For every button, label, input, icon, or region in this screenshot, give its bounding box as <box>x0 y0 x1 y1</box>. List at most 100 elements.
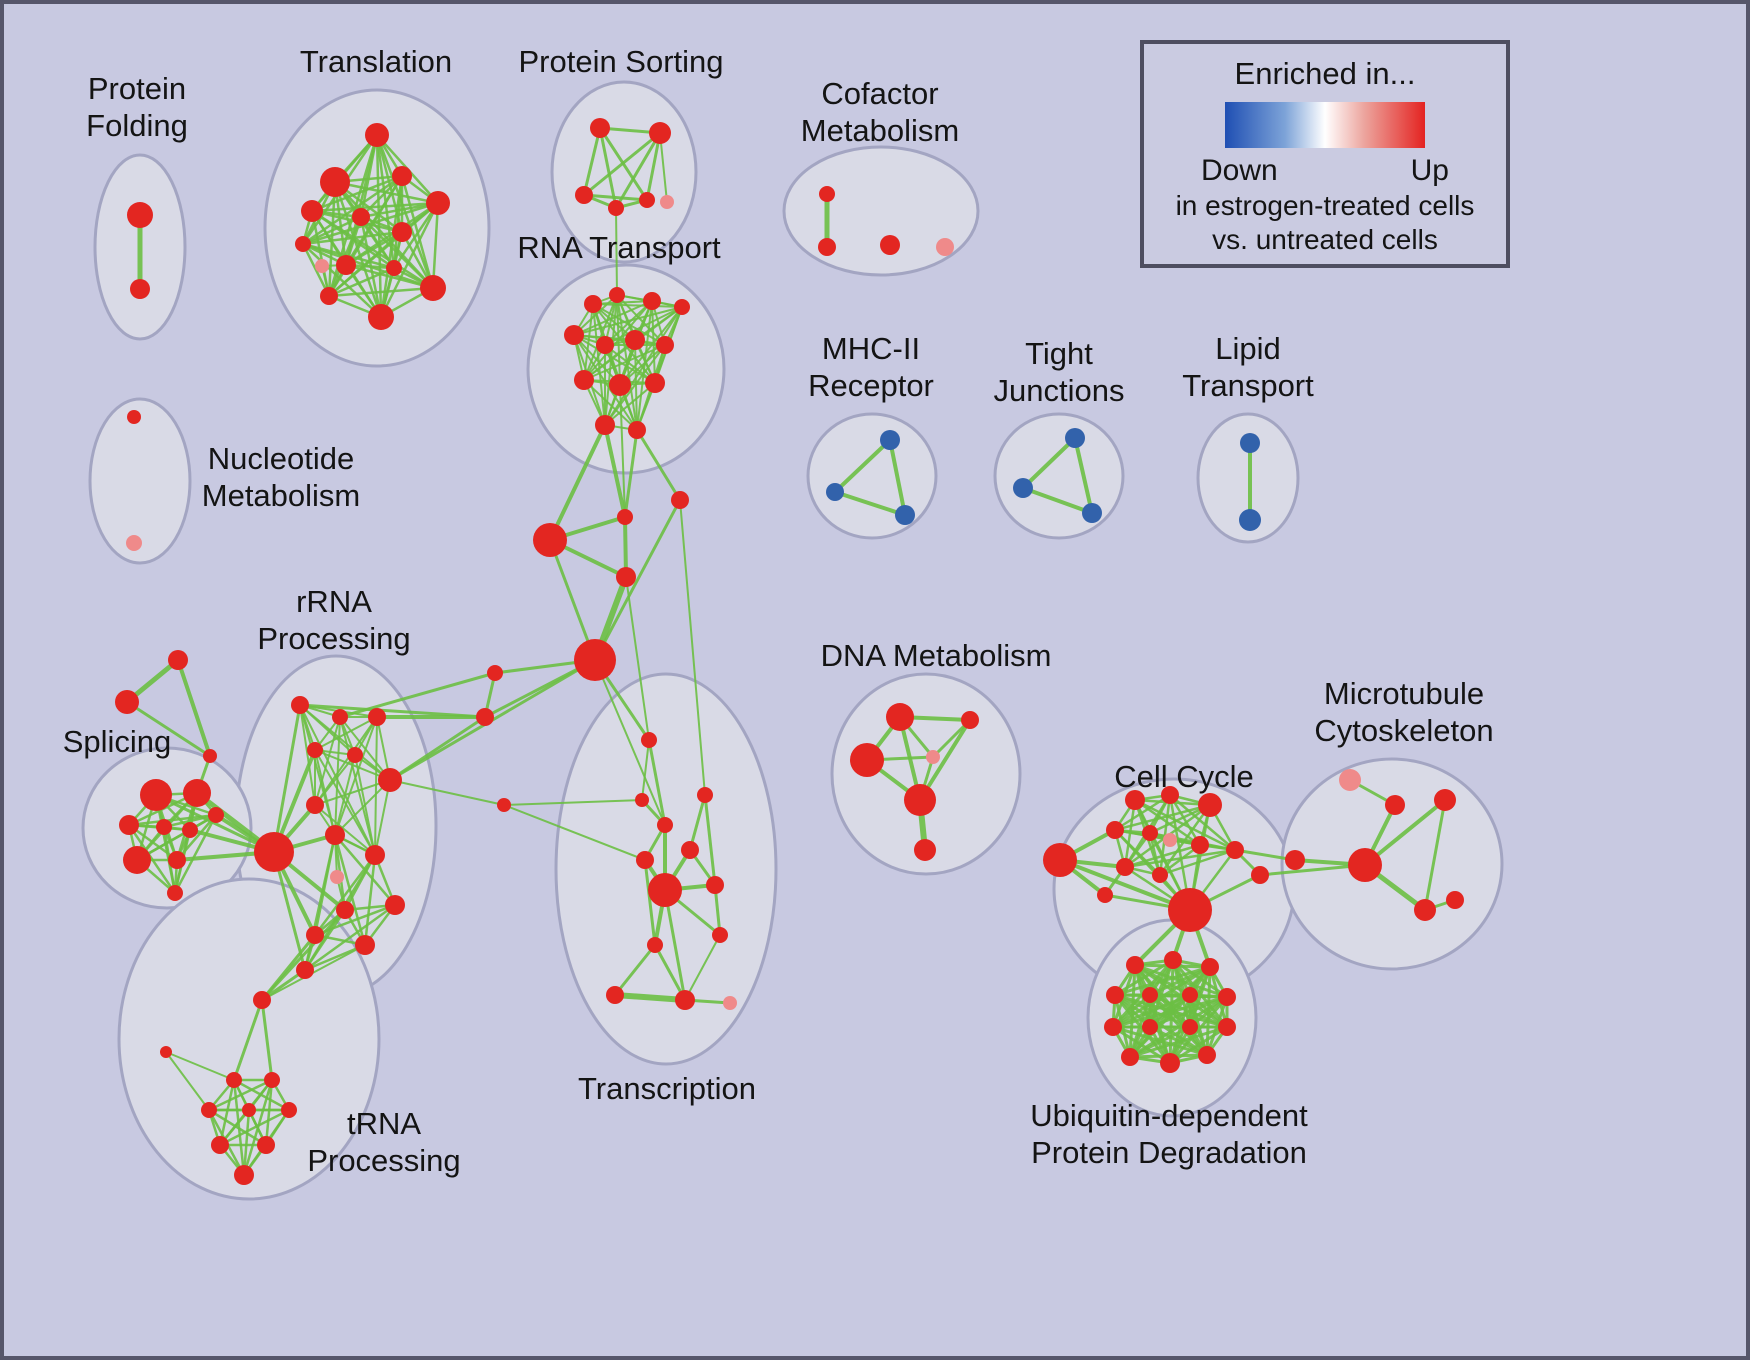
node-rr11 <box>365 845 385 865</box>
node-cn6 <box>487 665 503 681</box>
node-rt1 <box>584 295 602 313</box>
edge-tn6-tn10 <box>242 1108 251 1177</box>
cluster-label-transcription: Transcription <box>578 1071 756 1106</box>
node-tr4 <box>392 166 412 186</box>
edge-tr5-tr12 <box>379 201 440 319</box>
edge-tx7-tx12 <box>663 888 687 1002</box>
edge-rt10-cn2 <box>619 384 626 518</box>
edge-rr6-rr9 <box>334 779 391 836</box>
edge-ft1-ft3 <box>176 658 212 758</box>
edge-tn4-tn9 <box>264 1078 274 1147</box>
edge-tn1-tn4 <box>260 998 274 1082</box>
edge-rt12-cn3 <box>548 423 607 542</box>
node-dm6 <box>914 839 936 861</box>
edge-tr4-tr8 <box>301 174 404 246</box>
node-tn5 <box>201 1102 217 1118</box>
node-tr9 <box>315 259 329 273</box>
node-rt4 <box>674 299 690 315</box>
edge-sp6-sp8 <box>135 813 218 862</box>
edge-cn2-cn4 <box>623 515 628 579</box>
edge-rr5-rr8 <box>314 754 356 806</box>
node-tj1 <box>1065 428 1085 448</box>
node-lt2 <box>1239 509 1261 531</box>
edge-tx10-tx12 <box>653 943 687 1002</box>
edge-rt4-rt5 <box>573 306 683 336</box>
node-nm1 <box>127 410 141 424</box>
node-cn3 <box>533 523 567 557</box>
node-pf1 <box>127 202 153 228</box>
node-rt12 <box>595 415 615 435</box>
edge-ps2-ps3 <box>582 131 662 197</box>
node-cn2 <box>617 509 633 525</box>
edge-cn5-tx4 <box>594 659 666 826</box>
edge-rt11-rt12 <box>604 382 656 426</box>
edge-ub10-ub12 <box>1128 1025 1192 1059</box>
node-tj3 <box>1082 503 1102 523</box>
node-rr7 <box>254 832 294 872</box>
edge-rt13-cn2 <box>623 428 639 519</box>
node-rt6 <box>596 336 614 354</box>
edge-tj2-tj3 <box>1021 486 1094 515</box>
node-mt1 <box>1339 769 1361 791</box>
node-rr14 <box>306 926 324 944</box>
edge-rt6-rt11 <box>604 344 656 384</box>
node-tn3 <box>226 1072 242 1088</box>
node-rr12 <box>385 895 405 915</box>
node-ub12 <box>1121 1048 1139 1066</box>
cluster-ellipse-mhc-ii-receptor <box>806 412 938 540</box>
node-cc1 <box>1043 843 1077 877</box>
legend: Enriched in... Down Up in estrogen-treat… <box>1140 40 1510 268</box>
node-ub13 <box>1160 1053 1180 1073</box>
edge-ps1-ps3 <box>582 126 602 197</box>
legend-gradient-bar <box>1225 102 1425 148</box>
node-tn7 <box>281 1102 297 1118</box>
edge-tj1-tj3 <box>1073 436 1094 515</box>
edge-rt12-cn2 <box>603 423 627 519</box>
cluster-ellipse-nucleotide-metabolism <box>88 397 192 565</box>
node-ub6 <box>1182 987 1198 1003</box>
node-cn4 <box>616 567 636 587</box>
node-sp2 <box>183 779 211 807</box>
node-rr2 <box>332 709 348 725</box>
node-mh2 <box>826 483 844 501</box>
edge-rr1-rr8 <box>299 704 316 806</box>
node-ft2 <box>115 690 139 714</box>
node-sp1 <box>140 779 172 811</box>
edge-cn8-tx3 <box>503 799 643 806</box>
node-ub14 <box>1198 1046 1216 1064</box>
edge-ps4-rt2 <box>615 207 618 296</box>
edge-sp8-sp9 <box>173 813 218 895</box>
node-sp9 <box>167 885 183 901</box>
edge-tn1-tn3 <box>232 998 264 1082</box>
edge-cc3-cc9 <box>1168 793 1237 852</box>
node-mt5 <box>1348 848 1382 882</box>
edge-tr11-tr13 <box>327 286 435 298</box>
edge-tx2-tx5 <box>688 793 707 852</box>
edge-tr6-tr8 <box>301 215 363 246</box>
node-mt6 <box>1414 899 1436 921</box>
edge-tx1-tx4 <box>647 738 667 827</box>
edge-tx9-tx12 <box>684 934 721 1001</box>
edge-tn5-tn9 <box>207 1108 268 1147</box>
edge-rr11-rr14 <box>313 853 377 937</box>
node-cc13 <box>1097 887 1113 903</box>
node-mt4 <box>1285 850 1305 870</box>
node-cc9 <box>1226 841 1244 859</box>
node-rt3 <box>643 292 661 310</box>
edge-tn2-tn3 <box>165 1051 235 1081</box>
edge-mh1-mh3 <box>888 438 907 517</box>
edge-rr7-sp1 <box>154 793 276 854</box>
edge-rt13-cn1 <box>635 428 682 502</box>
node-dm5 <box>904 784 936 816</box>
node-tx7 <box>648 873 682 907</box>
edge-rt1-rt12 <box>592 303 606 426</box>
node-rt11 <box>645 373 665 393</box>
node-rt13 <box>628 421 646 439</box>
edge-ft2-ft3 <box>125 700 212 758</box>
